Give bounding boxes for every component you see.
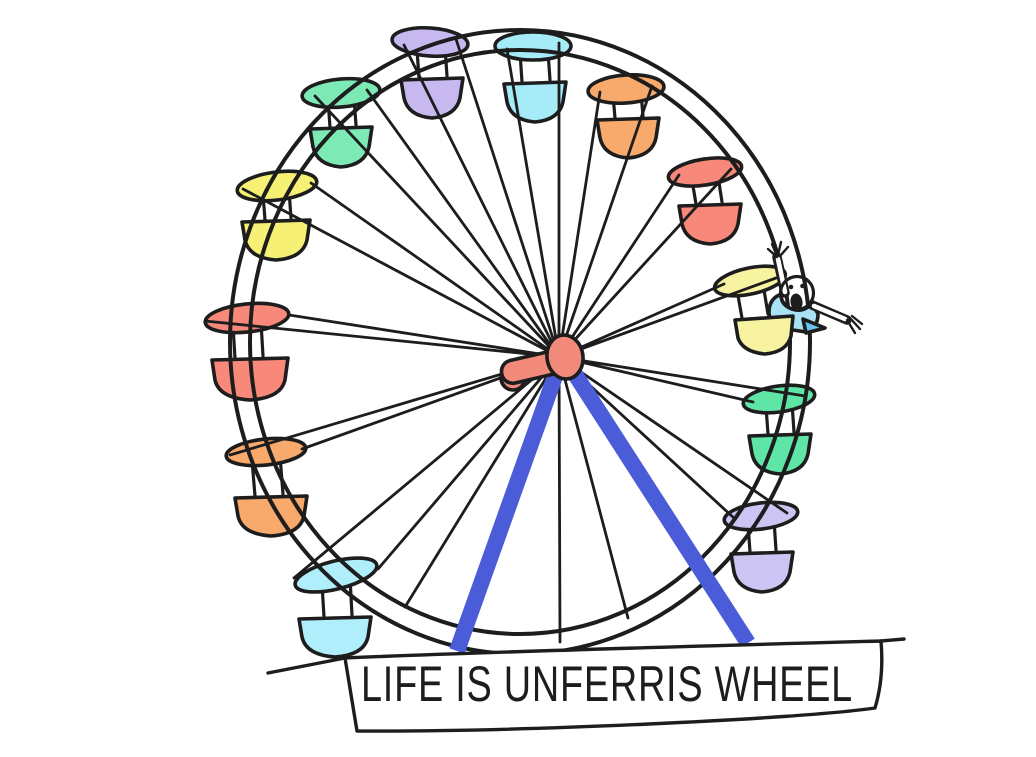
- hub-center: [545, 333, 585, 381]
- rider-eye-right: [800, 283, 805, 289]
- gondola-orange-lower-left: [224, 436, 309, 538]
- ground-line: [266, 656, 347, 675]
- gondola-canopy: [203, 301, 291, 335]
- banner-top-overhang: [879, 637, 906, 643]
- gondola-cup-rider: [733, 314, 795, 356]
- gondola-salmon-left: [203, 301, 291, 402]
- gondola-cup: [747, 432, 813, 476]
- raised-hand-fingers: [766, 240, 790, 259]
- gondola-yellow-left: [235, 169, 319, 262]
- gondola-orange-upper-right: [586, 72, 666, 160]
- raised-arm-fill: [775, 256, 788, 295]
- wheel-spokes: [203, 37, 807, 644]
- gondola-cup: [399, 76, 465, 120]
- support-legs: [449, 363, 755, 654]
- gondola-cup: [502, 80, 568, 124]
- gondola-cup: [729, 550, 795, 594]
- gondola-canopy: [390, 25, 470, 59]
- rider-collar: [801, 317, 827, 335]
- caption-banner: [343, 639, 884, 733]
- pointing-arm-fill: [811, 303, 848, 322]
- gondola-lavender-top-left: [390, 25, 470, 120]
- rider-screaming-mouth: [790, 293, 803, 311]
- caption-text: LIFE IS UNFERRIS WHEEL: [361, 656, 853, 712]
- rider-eye-left: [788, 284, 794, 290]
- gondola-cup: [233, 494, 309, 538]
- pointing-hand-fingers: [845, 314, 864, 335]
- gondola-canopy: [300, 76, 382, 110]
- gondola-cup: [677, 202, 743, 246]
- gondola-cup: [297, 615, 373, 659]
- wheel-hub: [499, 333, 585, 392]
- gondola-cup: [240, 218, 312, 262]
